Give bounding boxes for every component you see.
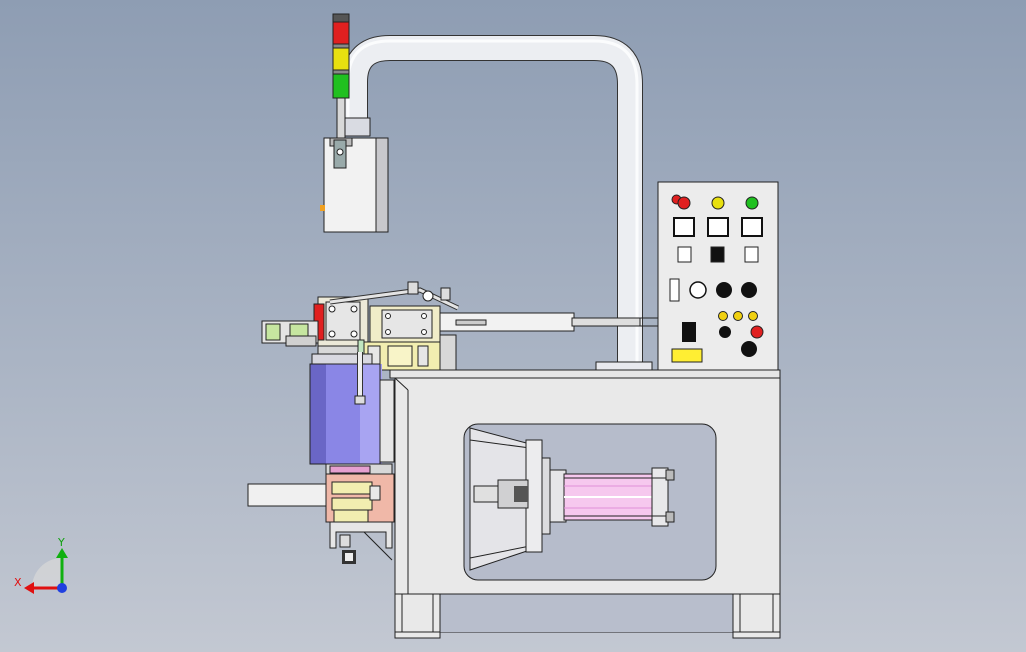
small-lamp-2 (733, 311, 743, 321)
axis-triad: Y X (14, 536, 68, 594)
tower-lamp-red (332, 21, 350, 45)
panel-switch-1[interactable] (673, 217, 695, 237)
panel-key-3[interactable] (744, 246, 759, 263)
hopper-box (320, 137, 389, 233)
panel-switch-3[interactable] (741, 217, 763, 237)
panel-label-plate (671, 348, 703, 363)
feeder-mechanism (261, 281, 641, 371)
z-axis-dot (57, 583, 67, 593)
indicator-green (745, 196, 759, 210)
lower-tooling (247, 463, 395, 564)
tower-lamp-green (332, 73, 350, 99)
panel-key-2[interactable] (710, 246, 725, 263)
press-cylinder-assembly (469, 427, 675, 571)
drive-motor (309, 352, 395, 465)
button-red[interactable] (750, 325, 764, 339)
button-black-3[interactable] (719, 326, 731, 338)
control-panel (657, 181, 779, 371)
pipe-base-flange (595, 361, 653, 371)
panel-switch-black[interactable] (682, 322, 696, 342)
indicator-yellow (711, 196, 725, 210)
indicator-red (677, 196, 691, 210)
overhead-pipe (339, 35, 660, 371)
cylinder-rod (473, 485, 501, 503)
tower-lamp-yellow (332, 47, 350, 71)
frame-top-plate (389, 369, 781, 379)
panel-key-1[interactable] (677, 246, 692, 263)
panel-switch-2[interactable] (707, 217, 729, 237)
button-black-4[interactable] (741, 341, 757, 357)
small-lamp-1 (718, 311, 728, 321)
frame-leg-right (732, 593, 781, 639)
button-black-2[interactable] (741, 282, 757, 298)
small-lamp-3 (748, 311, 758, 321)
button-black-1[interactable] (716, 282, 732, 298)
lower-slide-rod (247, 483, 331, 507)
panel-selector[interactable] (669, 278, 680, 302)
tower-pole (336, 97, 346, 139)
x-axis-label: X (14, 576, 22, 589)
y-axis-label: Y (57, 536, 65, 549)
button-white[interactable] (689, 281, 707, 299)
signal-tower (332, 13, 350, 139)
